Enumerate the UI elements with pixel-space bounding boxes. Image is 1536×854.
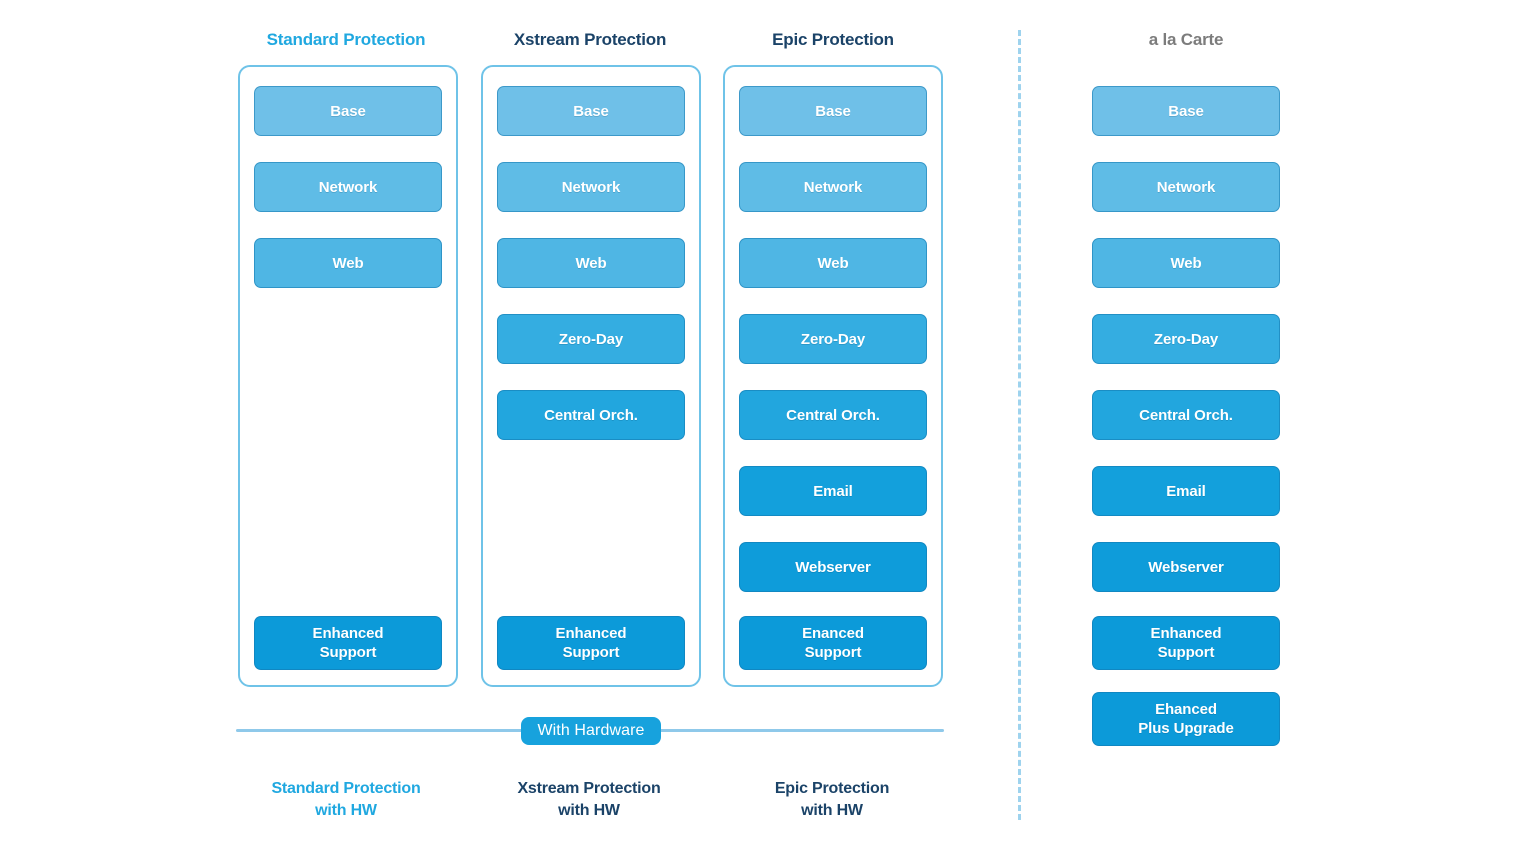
chip-alacarte-network[interactable]: Network (1092, 162, 1280, 212)
chip-standard-enhanced-support[interactable]: Enhanced Support (254, 616, 442, 670)
chip-alacarte-web[interactable]: Web (1092, 238, 1280, 288)
column-container-xstream (481, 65, 701, 687)
column-header-standard: Standard Protection (266, 30, 426, 49)
footer-label-epic: Epic Protection with HW (774, 780, 890, 819)
chip-epic-network[interactable]: Network (739, 162, 927, 212)
column-header-xstream: Xstream Protection (513, 30, 667, 49)
chip-alacarte-central-orch[interactable]: Central Orch. (1092, 390, 1280, 440)
with-hardware-badge: With Hardware (521, 717, 661, 745)
column-header-a-la-carte: a la Carte (1148, 30, 1224, 49)
chip-xstream-zero-day[interactable]: Zero-Day (497, 314, 685, 364)
column-header-epic: Epic Protection (772, 30, 894, 49)
chip-xstream-base[interactable]: Base (497, 86, 685, 136)
chip-alacarte-zero-day[interactable]: Zero-Day (1092, 314, 1280, 364)
chip-alacarte-email[interactable]: Email (1092, 466, 1280, 516)
chip-epic-central-orch[interactable]: Central Orch. (739, 390, 927, 440)
footer-label-standard: Standard Protection with HW (271, 780, 421, 819)
chip-epic-webserver[interactable]: Webserver (739, 542, 927, 592)
chip-xstream-network[interactable]: Network (497, 162, 685, 212)
chip-xstream-central-orch[interactable]: Central Orch. (497, 390, 685, 440)
column-container-standard (238, 65, 458, 687)
chip-epic-web[interactable]: Web (739, 238, 927, 288)
chip-epic-base[interactable]: Base (739, 86, 927, 136)
chip-xstream-enhanced-support[interactable]: Enhanced Support (497, 616, 685, 670)
chip-standard-web[interactable]: Web (254, 238, 442, 288)
chip-epic-zero-day[interactable]: Zero-Day (739, 314, 927, 364)
section-divider (1018, 30, 1021, 820)
chip-standard-network[interactable]: Network (254, 162, 442, 212)
chip-xstream-web[interactable]: Web (497, 238, 685, 288)
chip-alacarte-enhanced-plus-upgrade[interactable]: Ehanced Plus Upgrade (1092, 692, 1280, 746)
chip-epic-email[interactable]: Email (739, 466, 927, 516)
chip-standard-base[interactable]: Base (254, 86, 442, 136)
footer-label-xstream: Xstream Protection with HW (517, 780, 661, 819)
chip-alacarte-webserver[interactable]: Webserver (1092, 542, 1280, 592)
chip-epic-enhanced-support[interactable]: Enanced Support (739, 616, 927, 670)
chip-alacarte-enhanced-support[interactable]: Enhanced Support (1092, 616, 1280, 670)
column-container-epic (723, 65, 943, 687)
chip-alacarte-base[interactable]: Base (1092, 86, 1280, 136)
